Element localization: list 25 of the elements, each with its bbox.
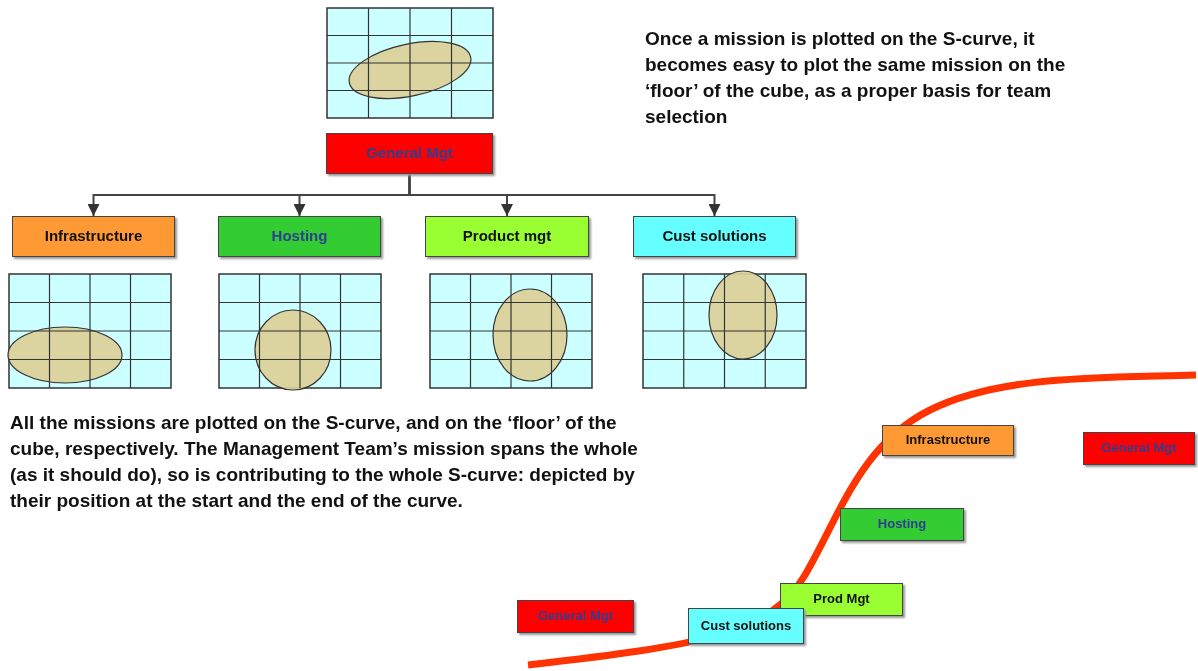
box-label: Product mgt [462, 228, 552, 245]
box-label: Cust solutions [662, 228, 767, 245]
box-label: Hosting [877, 517, 927, 532]
process-box [425, 216, 589, 257]
box-label: Prod Mgt [813, 592, 870, 607]
process-box [882, 425, 1014, 456]
note-text: Once a mission is plotted on the S-curve, it becomes easy to plot the same mission on the ‘floor’ of the cube, as a proper basis for team selection [645, 27, 1067, 129]
process-box [840, 508, 964, 541]
box-label: Cust solutions [700, 618, 792, 634]
box-label: General Mgt [537, 609, 614, 624]
process-box [326, 133, 493, 174]
process-box [633, 216, 796, 257]
process-box [1083, 432, 1195, 465]
box-label: Infrastructure [905, 433, 991, 448]
process-box [12, 216, 175, 257]
box-label: General Mgt [366, 145, 453, 162]
process-box [780, 583, 903, 616]
note-text: All the missions are plotted on the S-curve, and on the ‘floor’ of the cube, respectively. The Management Team’s mission spans the whole (as it should do), so is contributing to the whole S-curve: depicted by their position at the start and the end of the curve. [10, 411, 639, 513]
connector-arrow [408, 173, 721, 217]
process-box [218, 216, 381, 257]
process-box [688, 608, 804, 644]
box-label: Hosting [271, 228, 328, 245]
box-label: General Mgt [1101, 441, 1177, 456]
box-label: Infrastructure [44, 228, 143, 245]
process-box [517, 600, 634, 633]
